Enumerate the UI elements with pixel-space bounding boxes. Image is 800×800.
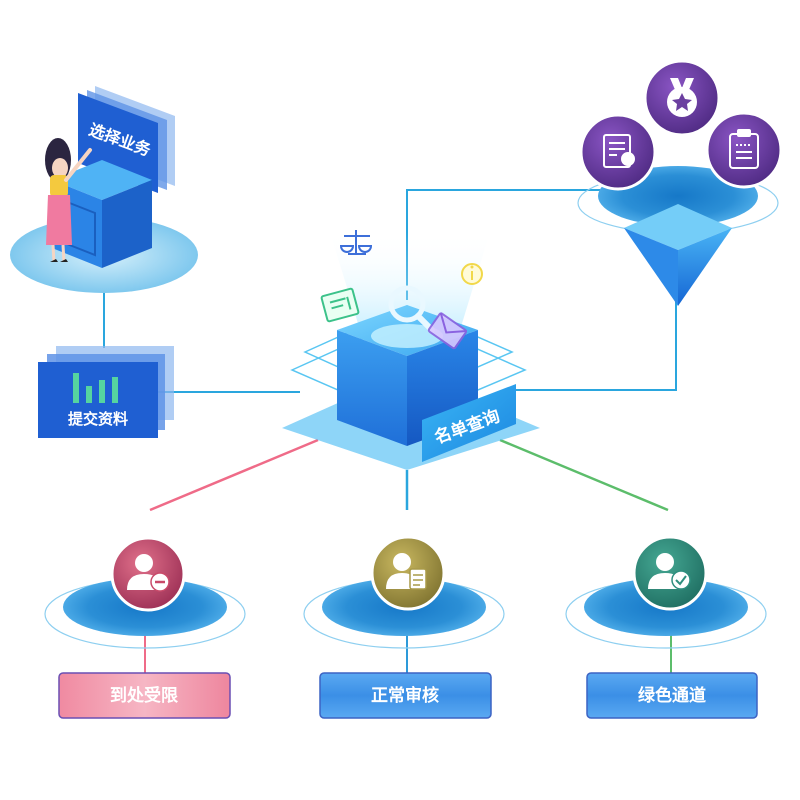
outcome-badge [110, 536, 186, 612]
bar-chart-icon [73, 373, 118, 403]
info-icon [461, 263, 483, 285]
hub-tag [422, 384, 516, 462]
outcome-green: 绿色通道 [565, 535, 767, 719]
funnel-body-right [678, 228, 732, 306]
person-figure [45, 138, 92, 263]
user-document-icon [386, 553, 427, 590]
outcome-badge [370, 535, 446, 611]
medal-icon [667, 78, 697, 117]
user-check-icon [648, 553, 691, 590]
clipboard-badge [705, 111, 783, 189]
clipboard-icon [729, 129, 759, 169]
line-center-to-green [499, 438, 669, 512]
funnel-top [624, 204, 732, 250]
outcome-normal-button[interactable] [319, 672, 492, 719]
credential-cluster [577, 59, 783, 306]
business-select-kiosk: 选择业务 [10, 86, 198, 293]
outcome-restricted-label: 到处受限 [110, 685, 178, 706]
line-funnel-to-center [510, 300, 677, 391]
scale-icon [339, 230, 373, 255]
funnel-body [624, 228, 678, 306]
submit-documents-board: 提交资料 [38, 346, 174, 438]
outcome-green-label: 绿色通道 [638, 685, 706, 706]
document-icon [320, 287, 360, 323]
cube-glow [371, 324, 443, 348]
light-beam [330, 232, 490, 330]
outcome-restricted-button[interactable] [58, 672, 231, 719]
user-minus-icon [127, 554, 170, 592]
list-query-hub: 名单查询 [282, 230, 540, 470]
certificate-badge [579, 113, 657, 191]
outcome-badge [632, 535, 708, 611]
line-center-to-restricted [149, 438, 319, 512]
board-title: 提交资料 [68, 410, 128, 428]
board-front [38, 362, 158, 438]
outcome-green-button[interactable] [586, 672, 758, 719]
kiosk-box-right [102, 180, 152, 268]
outcome-normal: 正常审核 [303, 535, 505, 719]
certificate-icon [603, 134, 635, 168]
mail-icon [427, 312, 468, 350]
outcome-restricted: 到处受限 [44, 536, 246, 719]
outcome-normal-label: 正常审核 [371, 685, 439, 706]
cube-left [337, 330, 407, 446]
connector-lines [97, 189, 677, 675]
